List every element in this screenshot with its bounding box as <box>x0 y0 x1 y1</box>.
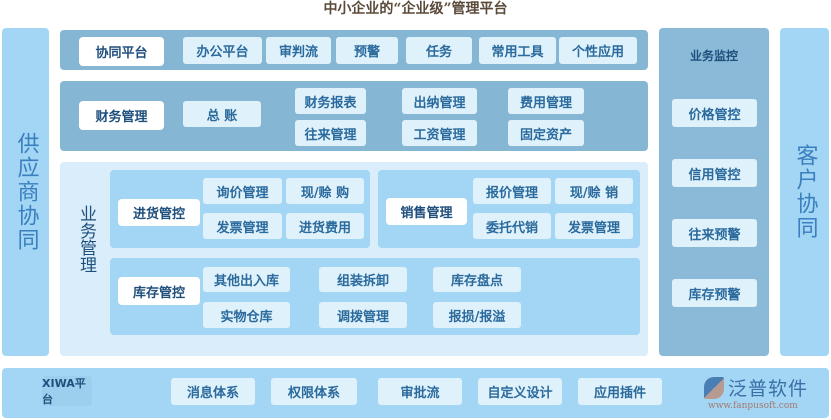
logo-icon <box>704 377 724 399</box>
platform-item[interactable]: 消息体系 <box>171 378 255 405</box>
purchase-item[interactable]: 发票管理 <box>203 213 282 239</box>
sales-label: 销售管理 <box>386 198 467 225</box>
purchase-item[interactable]: 进货费用 <box>286 213 364 239</box>
sales-item[interactable]: 委托代销 <box>473 213 551 239</box>
inventory-item[interactable]: 报损/报溢 <box>433 302 521 328</box>
purchase-item[interactable]: 询价管理 <box>203 178 282 204</box>
finance-item[interactable]: 财务报表 <box>295 88 366 114</box>
monitor-item[interactable]: 信用管控 <box>672 159 757 187</box>
business-label: 业务管理 <box>76 205 96 273</box>
collab-item[interactable]: 任务 <box>406 37 472 64</box>
purchase-label: 进货管控 <box>118 199 200 226</box>
logo-url: www.fanpusoft.com <box>708 401 798 411</box>
sales-item[interactable]: 现/赊 销 <box>555 178 633 204</box>
customer-collab-column: 客户协同 <box>780 28 829 356</box>
platform-item[interactable]: 自定义设计 <box>478 378 562 405</box>
platform-item[interactable]: 应用插件 <box>578 378 662 405</box>
finance-item[interactable]: 费用管理 <box>508 88 584 114</box>
monitor-item[interactable]: 库存预警 <box>672 279 757 307</box>
finance-item[interactable]: 工资管理 <box>402 120 477 146</box>
monitor-label: 业务监控 <box>689 49 738 63</box>
monitor-item[interactable]: 往来预警 <box>672 219 757 247</box>
finance-item[interactable]: 往来管理 <box>295 120 366 146</box>
logo-name: 泛普软件 <box>728 378 809 400</box>
sales-item[interactable]: 报价管理 <box>473 178 551 204</box>
logo: 泛普软件 www.fanpusoft.com <box>700 373 825 415</box>
inventory-label: 库存管控 <box>118 277 200 305</box>
platform-item[interactable]: 审批流 <box>378 378 462 405</box>
collab-item[interactable]: 审判流 <box>266 37 331 64</box>
finance-item[interactable]: 出纳管理 <box>402 88 477 114</box>
inventory-item[interactable]: 其他出入库 <box>203 267 290 292</box>
inventory-item[interactable]: 调拨管理 <box>319 302 407 328</box>
collab-item[interactable]: 预警 <box>336 37 398 64</box>
collab-item[interactable]: 常用工具 <box>479 37 556 64</box>
platform-item[interactable]: 权限体系 <box>271 378 357 405</box>
monitor-item[interactable]: 价格管控 <box>672 99 757 127</box>
collab-item[interactable]: 个性应用 <box>559 37 637 64</box>
inventory-item[interactable]: 组装拆卸 <box>319 267 407 292</box>
supplier-collab-column: 供应商协同 <box>2 28 49 356</box>
collab-item[interactable]: 办公平台 <box>183 37 262 64</box>
platform-label: XIWA平台 <box>42 376 92 406</box>
inventory-item[interactable]: 实物仓库 <box>203 302 290 328</box>
inventory-item[interactable]: 库存盘点 <box>433 267 521 292</box>
finance-label: 财务管理 <box>79 101 164 130</box>
sales-item[interactable]: 发票管理 <box>555 213 633 239</box>
purchase-item[interactable]: 现/赊 购 <box>286 178 364 204</box>
finance-item[interactable]: 固定资产 <box>508 120 584 146</box>
page-title: 中小企业的“企业级”管理平台 <box>323 1 508 17</box>
finance-item[interactable]: 总 账 <box>183 101 261 127</box>
collab-label: 协同平台 <box>79 37 164 66</box>
